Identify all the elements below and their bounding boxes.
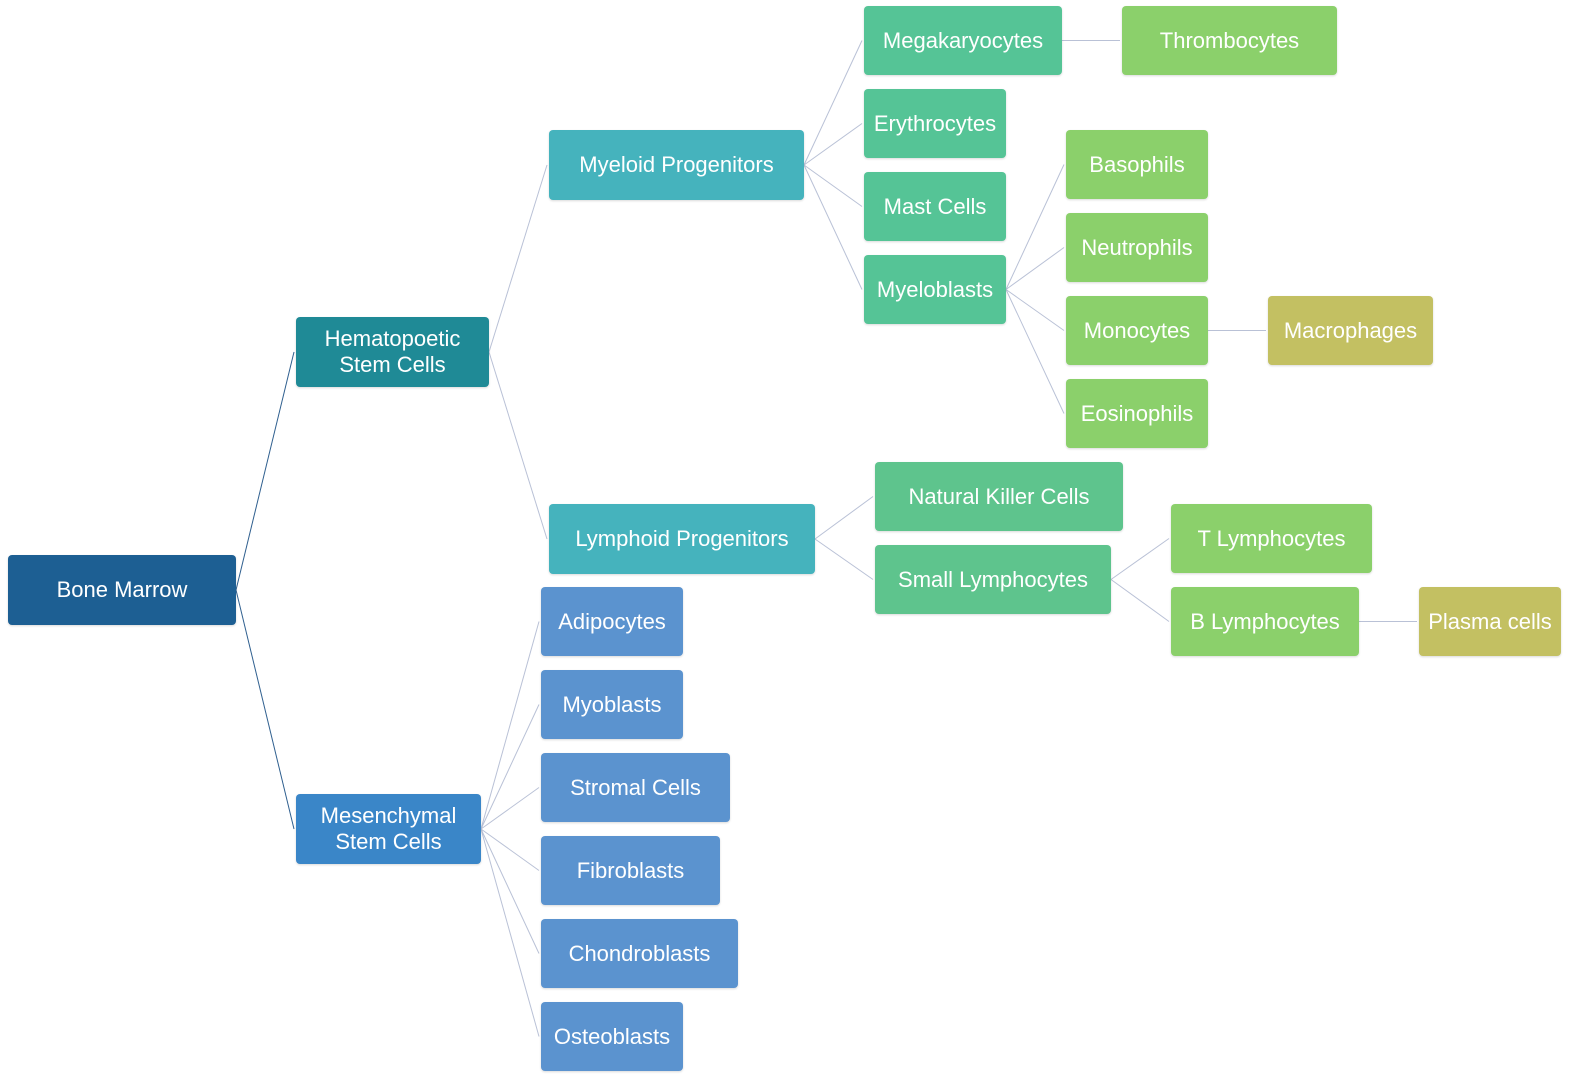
link-small_lymphocytes-t_lymphocytes bbox=[1110, 538, 1170, 580]
node-erythrocytes[interactable]: Erythrocytes bbox=[864, 89, 1006, 158]
node-mast-cells[interactable]: Mast Cells bbox=[864, 172, 1006, 241]
node-label: Erythrocytes bbox=[873, 110, 997, 136]
node-myeloblasts[interactable]: Myeloblasts bbox=[864, 255, 1006, 324]
node-label: Stromal Cells bbox=[570, 774, 701, 800]
node-neutrophils[interactable]: Neutrophils bbox=[1066, 213, 1208, 282]
node-label: Fibroblasts bbox=[576, 857, 685, 883]
node-basophils[interactable]: Basophils bbox=[1066, 130, 1208, 199]
node-label: T Lymphocytes bbox=[1197, 525, 1346, 551]
link-myeloid-myeloblasts bbox=[803, 164, 863, 290]
link-myeloblasts-neutrophils bbox=[1005, 247, 1065, 290]
node-label: Osteoblasts bbox=[553, 1023, 671, 1049]
link-small_lymphocytes-b_lymphocytes bbox=[1110, 579, 1170, 622]
link-hematopoetic-myeloid bbox=[488, 164, 548, 353]
link-mesenchymal-myoblasts bbox=[480, 704, 540, 830]
link-myeloid-megakaryocytes bbox=[803, 40, 863, 166]
link-myeloid-mast_cells bbox=[803, 164, 863, 207]
node-b-lymphocytes[interactable]: B Lymphocytes bbox=[1171, 587, 1359, 656]
node-label: Natural Killer Cells bbox=[908, 483, 1090, 509]
node-label: Mast Cells bbox=[883, 193, 987, 219]
node-megakaryocytes[interactable]: Megakaryocytes bbox=[864, 6, 1062, 75]
node-adipocytes[interactable]: Adipocytes bbox=[541, 587, 683, 656]
node-natural-killer-cells[interactable]: Natural Killer Cells bbox=[875, 462, 1123, 531]
node-t-lymphocytes[interactable]: T Lymphocytes bbox=[1171, 504, 1372, 573]
node-mesenchymal-stem-cells[interactable]: Mesenchymal Stem Cells bbox=[296, 794, 481, 864]
link-hematopoetic-lymphoid bbox=[488, 351, 548, 540]
link-lymphoid-small_lymphocytes bbox=[814, 538, 874, 580]
link-bone_marrow-hematopoetic bbox=[235, 351, 295, 591]
node-plasma-cells[interactable]: Plasma cells bbox=[1419, 587, 1561, 656]
node-eosinophils[interactable]: Eosinophils bbox=[1066, 379, 1208, 448]
link-myeloblasts-monocytes bbox=[1005, 289, 1065, 331]
node-label: Small Lymphocytes bbox=[898, 566, 1088, 592]
node-bone-marrow[interactable]: Bone Marrow bbox=[8, 555, 236, 625]
node-chondroblasts[interactable]: Chondroblasts bbox=[541, 919, 738, 988]
node-myoblasts[interactable]: Myoblasts bbox=[541, 670, 683, 739]
node-osteoblasts[interactable]: Osteoblasts bbox=[541, 1002, 683, 1071]
node-fibroblasts[interactable]: Fibroblasts bbox=[541, 836, 720, 905]
node-label: Macrophages bbox=[1283, 317, 1418, 343]
link-mesenchymal-stromal_cells bbox=[480, 787, 540, 830]
node-label: Monocytes bbox=[1083, 317, 1191, 343]
node-hematopoetic-stem-cells[interactable]: Hematopoetic Stem Cells bbox=[296, 317, 489, 387]
node-label: Plasma cells bbox=[1428, 608, 1552, 634]
node-label: Megakaryocytes bbox=[882, 27, 1044, 53]
node-stromal-cells[interactable]: Stromal Cells bbox=[541, 753, 730, 822]
node-label: Bone Marrow bbox=[56, 577, 188, 602]
link-lymphoid-nk_cells bbox=[814, 496, 874, 540]
node-label: Chondroblasts bbox=[568, 940, 711, 966]
node-label: Myeloblasts bbox=[876, 276, 994, 302]
node-label: Myoblasts bbox=[562, 691, 662, 717]
node-label: B Lymphocytes bbox=[1190, 608, 1340, 634]
node-label: Neutrophils bbox=[1081, 234, 1193, 260]
link-myeloblasts-basophils bbox=[1005, 164, 1065, 290]
node-label: Basophils bbox=[1089, 151, 1185, 177]
link-mesenchymal-fibroblasts bbox=[480, 828, 540, 871]
link-bone_marrow-mesenchymal bbox=[235, 589, 295, 830]
link-myeloblasts-eosinophils bbox=[1005, 289, 1065, 414]
node-label: Myeloid Progenitors bbox=[579, 152, 774, 177]
node-label: Adipocytes bbox=[558, 608, 666, 634]
node-label: Hematopoetic Stem Cells bbox=[324, 326, 461, 377]
node-label: Lymphoid Progenitors bbox=[575, 526, 789, 551]
node-monocytes[interactable]: Monocytes bbox=[1066, 296, 1208, 365]
node-lymphoid-progenitors[interactable]: Lymphoid Progenitors bbox=[549, 504, 815, 574]
node-small-lymphocytes[interactable]: Small Lymphocytes bbox=[875, 545, 1111, 614]
link-mesenchymal-adipocytes bbox=[480, 621, 540, 830]
node-label: Mesenchymal Stem Cells bbox=[320, 803, 457, 854]
node-myeloid-progenitors[interactable]: Myeloid Progenitors bbox=[549, 130, 804, 200]
node-label: Eosinophils bbox=[1080, 400, 1194, 426]
node-thrombocytes[interactable]: Thrombocytes bbox=[1122, 6, 1337, 75]
link-myeloid-erythrocytes bbox=[803, 123, 863, 166]
link-mesenchymal-chondroblasts bbox=[480, 828, 540, 954]
node-label: Thrombocytes bbox=[1159, 27, 1300, 53]
link-mesenchymal-osteoblasts bbox=[480, 828, 540, 1037]
node-macrophages[interactable]: Macrophages bbox=[1268, 296, 1433, 365]
